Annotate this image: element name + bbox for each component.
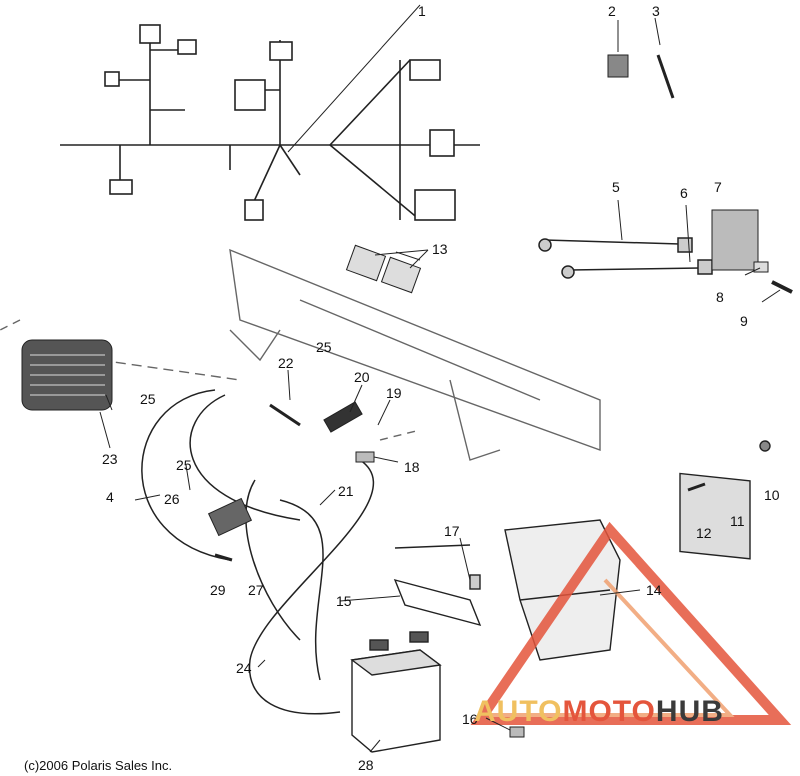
callout-25-mid: 25 <box>176 457 192 473</box>
watermark-auto: AUTO <box>474 695 563 728</box>
callout-8: 8 <box>716 289 724 305</box>
callout-11: 11 <box>730 513 745 529</box>
callout-9: 9 <box>740 313 748 329</box>
callout-26: 26 <box>164 491 180 507</box>
callout-27: 27 <box>248 582 264 598</box>
leader-lines <box>105 251 781 753</box>
watermark-hub: HUB <box>655 695 724 728</box>
battery <box>350 631 442 753</box>
relay-part-2 <box>607 20 629 78</box>
callout-23: 23 <box>102 451 118 467</box>
callout-19: 19 <box>386 385 402 401</box>
callout-10: 10 <box>764 487 780 503</box>
heat-sink <box>21 339 113 449</box>
callout-5: 5 <box>612 179 620 195</box>
bolt-part-3 <box>654 17 675 99</box>
spark-cables <box>538 199 713 279</box>
frame <box>0 248 601 461</box>
callout-25-left: 25 <box>140 391 156 407</box>
callout-21: 21 <box>338 483 354 499</box>
wire-harness <box>60 4 480 221</box>
callout-17: 17 <box>444 523 460 539</box>
callout-14: 14 <box>646 582 662 598</box>
callout-1: 1 <box>418 3 426 19</box>
callout-24: 24 <box>236 660 252 676</box>
callout-4: 4 <box>106 489 114 505</box>
starter-solenoid <box>207 497 253 537</box>
callout-28: 28 <box>358 757 374 773</box>
terminal-block <box>323 401 399 463</box>
callout-20: 20 <box>354 369 370 385</box>
watermark-moto: MOTO <box>562 695 656 728</box>
callout-3: 3 <box>652 3 660 19</box>
callout-7: 7 <box>714 179 722 195</box>
callout-22: 22 <box>278 355 294 371</box>
battery-bracket <box>393 544 482 627</box>
copyright-notice: (c)2006 Polaris Sales Inc. <box>24 758 173 773</box>
watermark-logo <box>470 521 792 725</box>
bolt-part-16 <box>509 726 525 738</box>
callout-15: 15 <box>336 593 352 609</box>
callout-18: 18 <box>404 459 420 475</box>
ecu-module <box>679 440 771 560</box>
ignition-coil <box>711 209 793 294</box>
callout-12: 12 <box>696 525 712 541</box>
regulator-pair <box>345 244 429 294</box>
callout-16: 16 <box>462 711 478 727</box>
callout-13: 13 <box>432 241 448 257</box>
callout-6: 6 <box>680 185 688 201</box>
callout-25-top: 25 <box>316 339 332 355</box>
callout-2: 2 <box>608 3 616 19</box>
battery-cables <box>141 389 375 715</box>
callout-29: 29 <box>210 582 226 598</box>
watermark-text: AUTOMOTOHUB <box>474 695 724 729</box>
